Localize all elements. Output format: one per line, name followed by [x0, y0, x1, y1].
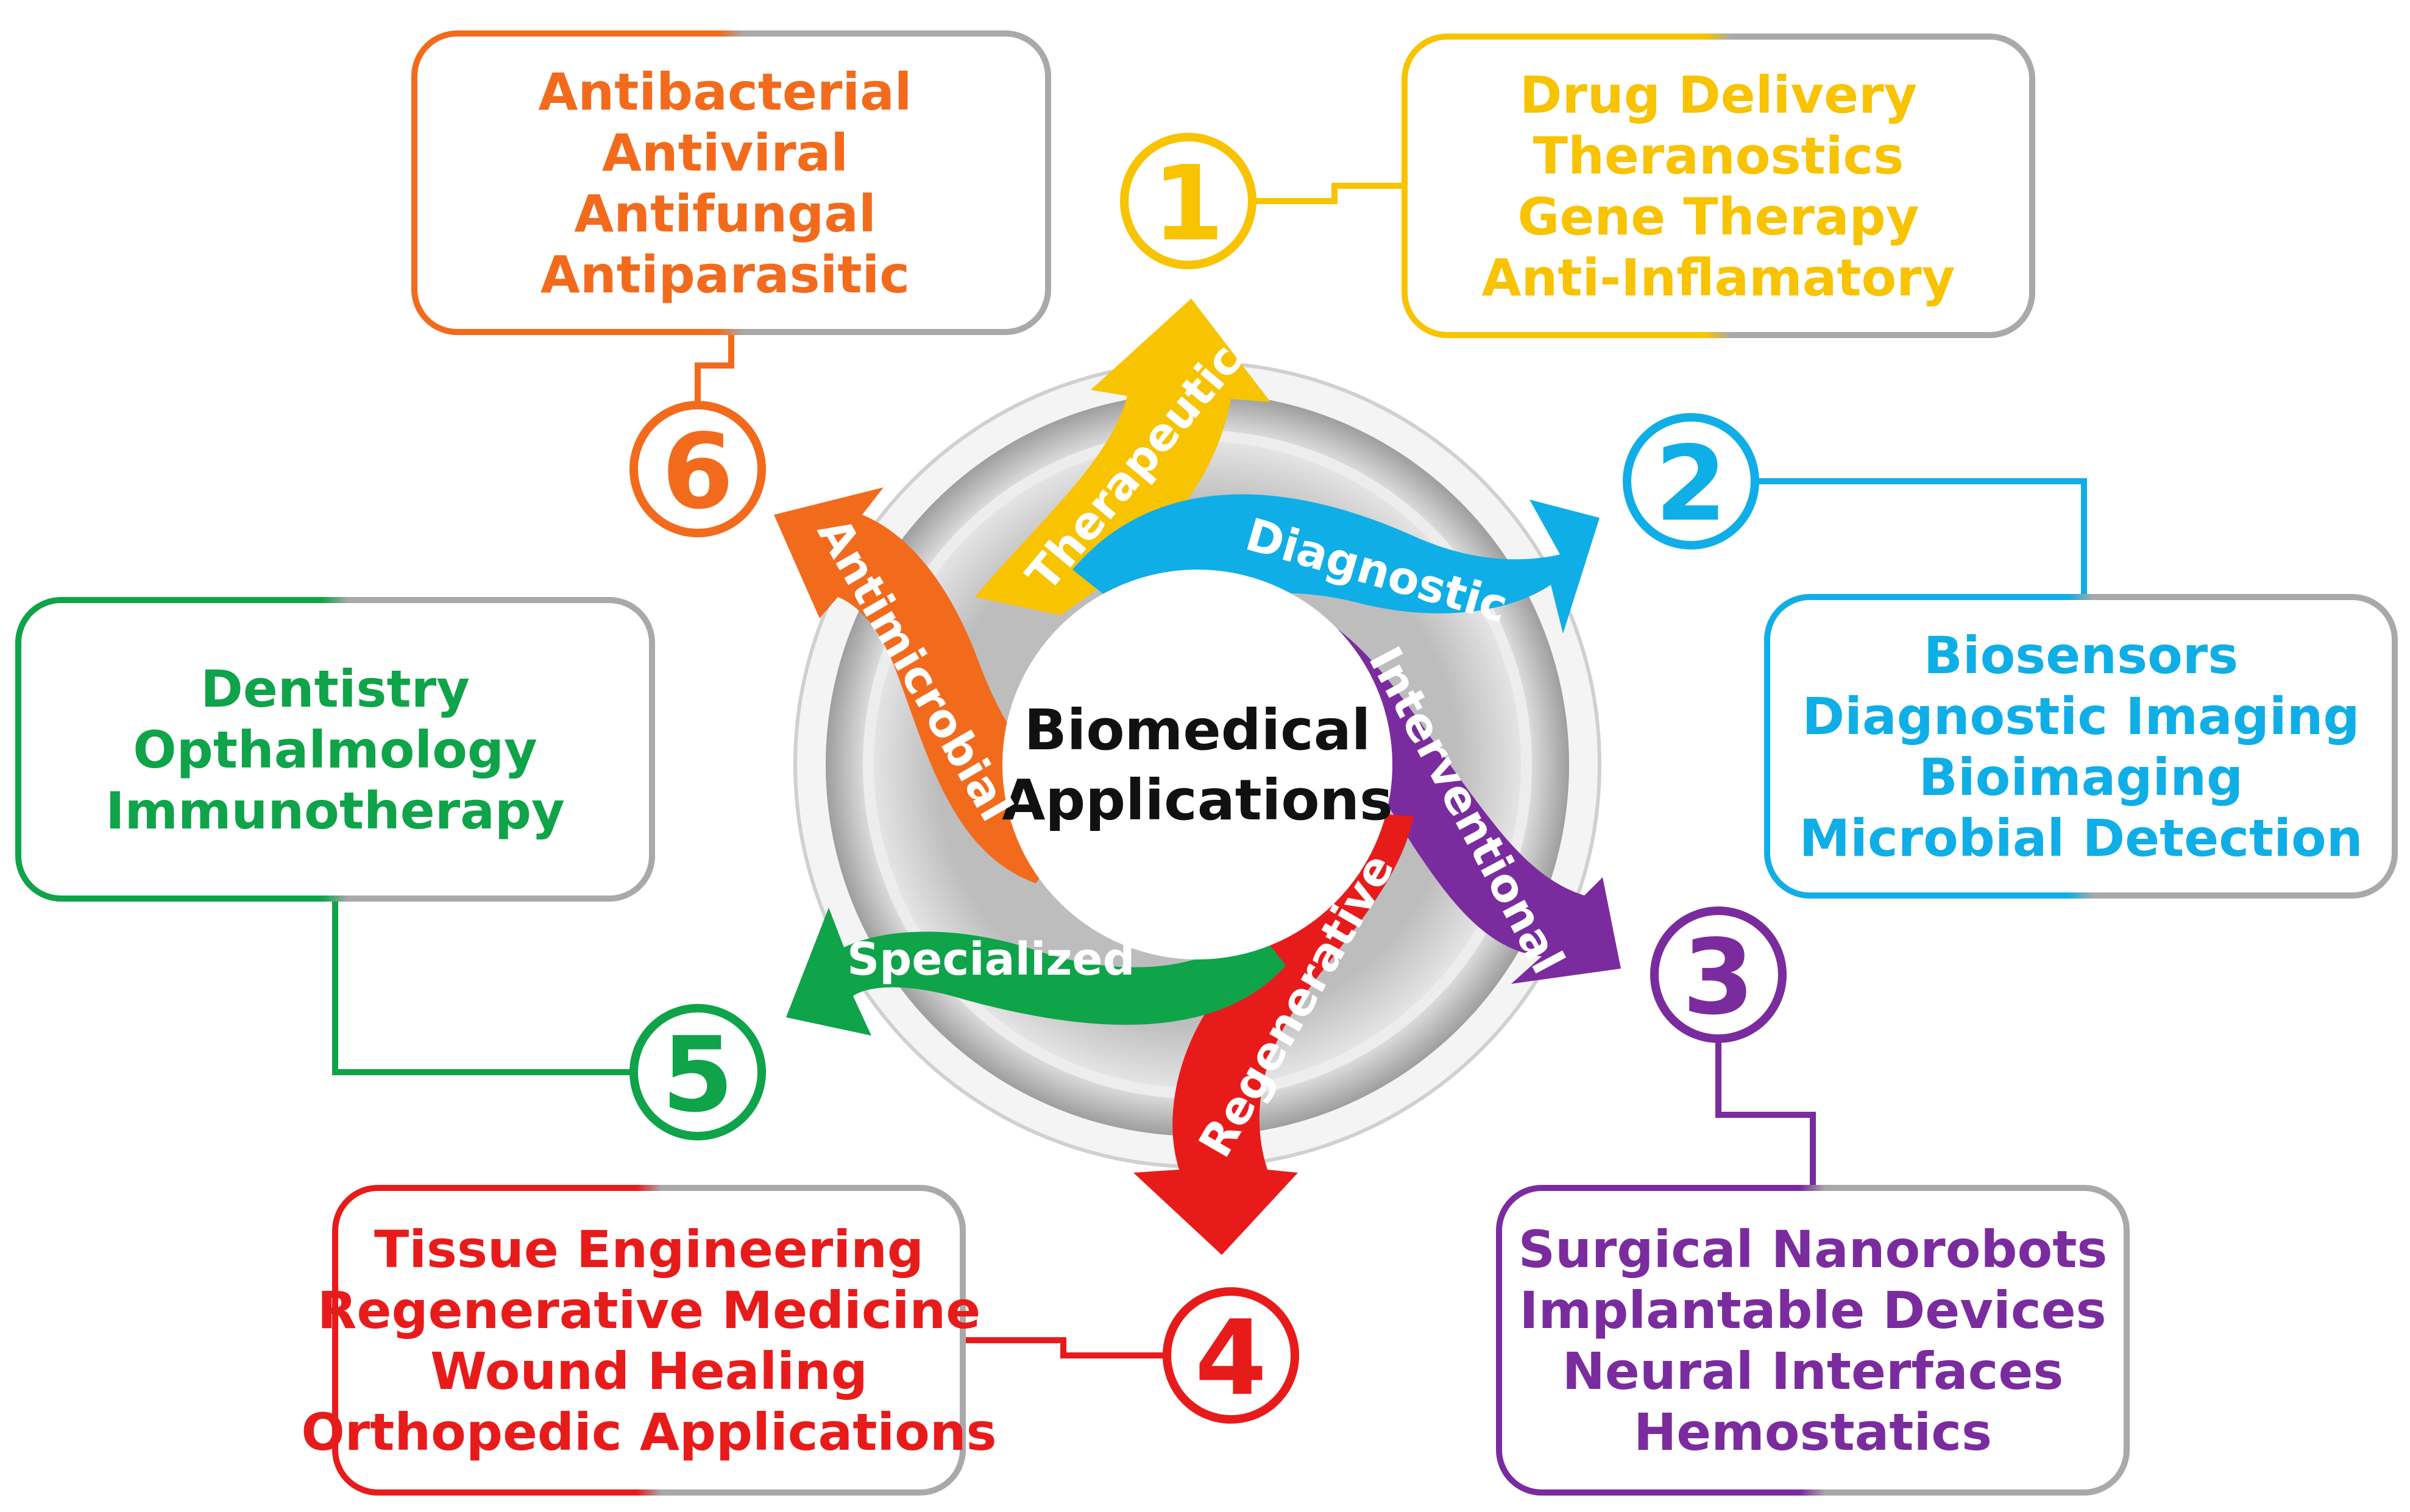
number-circle-specialized: [629, 1004, 766, 1140]
number-antimicrobial: 6: [662, 412, 734, 532]
number-diagnostic: 2: [1655, 424, 1727, 545]
box-item-therapeutic: Drug Delivery: [1520, 65, 1918, 125]
box-item-regenerative: Regenerative Medicine: [317, 1281, 980, 1340]
arrow-specialized: [786, 908, 1286, 1036]
box-item-antimicrobial: Antiviral: [602, 123, 848, 183]
center-disc: [1002, 570, 1392, 959]
number-circle-regenerative: [1163, 1287, 1299, 1424]
number-therapeutic: 1: [1152, 144, 1224, 264]
connector-interventional: [1715, 1033, 1816, 1188]
number-circle-antimicrobial: [629, 401, 766, 537]
number-circle-interventional: [1650, 906, 1787, 1043]
box-diagnostic: [1764, 594, 2398, 899]
box-item-diagnostic: Microbial Detection: [1799, 808, 2362, 868]
box-item-interventional: Surgical Nanorobots: [1519, 1220, 2108, 1279]
box-antimicrobial: [411, 30, 1051, 335]
number-circle-diagnostic: [1623, 413, 1759, 549]
arrow-regenerative: [1133, 810, 1414, 1255]
box-item-therapeutic: Theranostics: [1533, 126, 1904, 186]
connector-specialized: [332, 899, 640, 1075]
box-interventional: [1496, 1185, 2130, 1496]
box-item-specialized: Opthalmology: [133, 720, 537, 780]
arrow-therapeutic: [975, 299, 1271, 615]
box-item-regenerative: Orthopedic Applications: [301, 1402, 996, 1462]
box-item-diagnostic: Bioimaging: [1919, 747, 2243, 807]
center-title-line2: Applications: [1002, 768, 1393, 833]
box-item-therapeutic: Gene Therapy: [1518, 187, 1919, 247]
box-item-interventional: Hemostatics: [1634, 1402, 1992, 1462]
box-regenerative: [332, 1185, 966, 1496]
connector-diagnostic: [1749, 478, 2087, 597]
box-item-regenerative: Wound Healing: [430, 1341, 868, 1401]
center-title-line1: Biomedical: [1024, 698, 1371, 763]
box-therapeutic: [1402, 34, 2035, 338]
box-item-interventional: Implantable Devices: [1519, 1281, 2106, 1340]
box-item-antimicrobial: Antibacterial: [538, 62, 912, 122]
box-item-diagnostic: Biosensors: [1924, 626, 2238, 685]
box-item-antimicrobial: Antiparasitic: [540, 245, 910, 305]
box-item-interventional: Neural Interfaces: [1562, 1341, 2064, 1401]
category-numbers: 1 2 3 4 5 6: [629, 133, 1787, 1424]
box-item-diagnostic: Diagnostic Imaging: [1802, 687, 2359, 746]
connector-antimicrobial: [695, 332, 734, 411]
box-item-specialized: Dentistry: [200, 659, 470, 719]
box-item-therapeutic: Anti-Inflamatory: [1482, 248, 1955, 308]
box-item-antimicrobial: Antifungal: [574, 184, 876, 244]
box-specialized: [15, 597, 655, 902]
arrow-label-specialized: Specialized: [847, 933, 1135, 986]
box-item-regenerative: Tissue Engineering: [374, 1220, 924, 1279]
number-interventional: 3: [1682, 917, 1754, 1038]
number-circle-therapeutic: [1120, 133, 1256, 269]
number-regenerative: 4: [1195, 1298, 1267, 1419]
connector-regenerative: [963, 1337, 1173, 1358]
box-item-specialized: Immunotherapy: [105, 781, 565, 841]
connectors: [332, 183, 2087, 1358]
number-specialized: 5: [662, 1015, 734, 1136]
connector-therapeutic: [1246, 183, 1405, 204]
